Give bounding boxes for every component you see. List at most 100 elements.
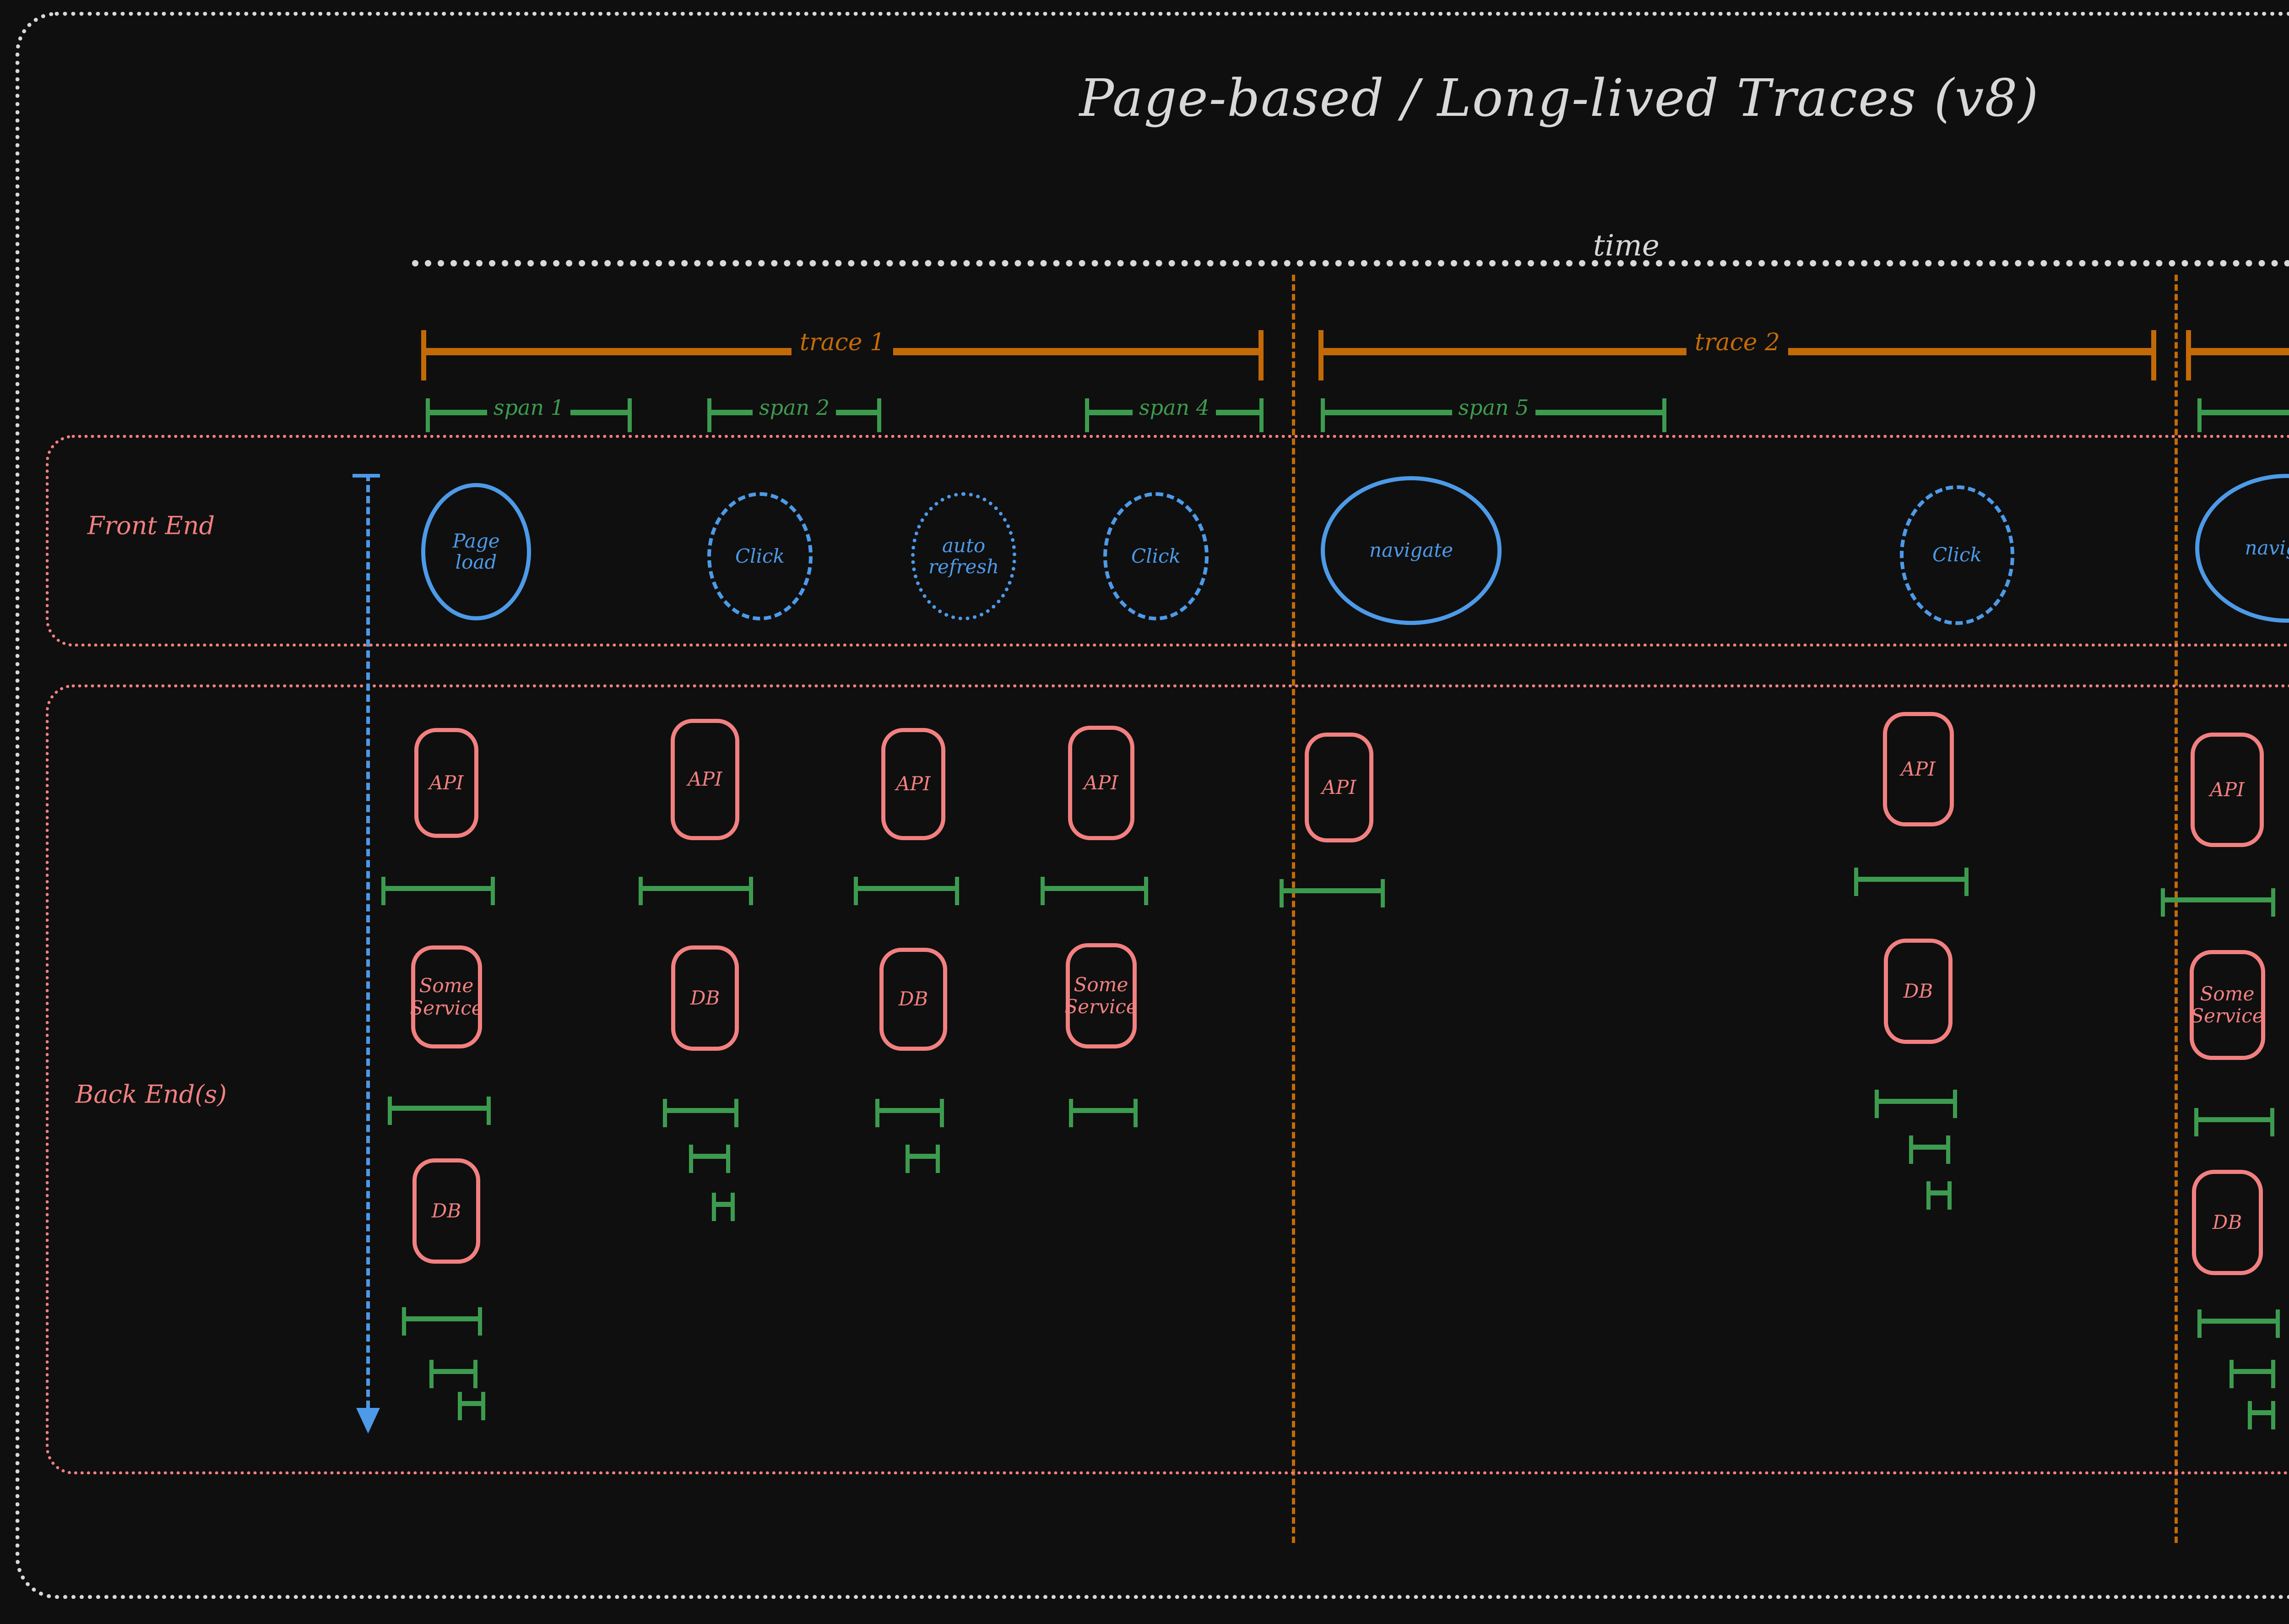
frontend-node-page-load[interactable]: Pageload — [421, 483, 531, 620]
backend-node-api[interactable]: API — [1068, 726, 1134, 840]
span-bar: span 7 — [2197, 410, 2289, 415]
blue-arrow-shaft — [366, 474, 370, 1408]
trace-bar: trace 2 — [2186, 348, 2289, 355]
backend-span-cap-right — [1964, 868, 1969, 896]
span-cap-left — [426, 398, 430, 432]
span-label: span 2 — [753, 395, 836, 420]
backend-node-label: API — [2210, 779, 2244, 801]
backend-node-api[interactable]: API — [881, 728, 945, 840]
backend-node-label: API — [1084, 772, 1118, 794]
backend-span-cap-right — [478, 1307, 482, 1336]
backend-node-db[interactable]: DB — [879, 948, 947, 1051]
backend-span-cap-right — [2271, 888, 2275, 917]
span-cap-right — [1662, 398, 1666, 432]
backend-span-cap-right — [1953, 1090, 1957, 1118]
frontend-node-click[interactable]: Click — [1900, 485, 2014, 625]
backend-span-cap-left — [854, 877, 858, 905]
backend-span-cap-right — [2270, 1108, 2274, 1136]
lane-label-back-end: Back End(s) — [76, 1080, 227, 1109]
backend-node-label: DB — [1904, 980, 1933, 1002]
backend-span-cap-left — [875, 1099, 879, 1127]
backend-span-cap-right — [481, 1392, 485, 1420]
backend-span-cap-left — [1069, 1099, 1073, 1127]
backend-span-cap-left — [381, 877, 385, 905]
backend-span-bar — [854, 886, 959, 891]
backend-span-cap-left — [429, 1360, 434, 1388]
backend-span-cap-right — [2276, 1309, 2280, 1338]
backend-span-bar — [1854, 877, 1969, 882]
time-axis-label: time — [1593, 229, 1660, 263]
backend-span-cap-left — [712, 1193, 716, 1221]
backend-span-cap-right — [2271, 1360, 2275, 1388]
backend-node-db[interactable]: DB — [412, 1158, 480, 1264]
backend-node-api[interactable]: API — [414, 728, 478, 838]
trace-label: trace 2 — [1687, 329, 1788, 356]
trace-cap-left — [1318, 330, 1323, 380]
backend-span-cap-right — [1134, 1099, 1138, 1127]
lane-label-front-end: Front End — [87, 511, 215, 540]
frontend-node-auto-refresh[interactable]: autorefresh — [911, 492, 1016, 620]
backend-node-api[interactable]: API — [2191, 733, 2264, 847]
backend-span-cap-left — [388, 1097, 392, 1125]
backend-span-cap-left — [1041, 877, 1045, 905]
frontend-node-click[interactable]: Click — [707, 492, 813, 620]
span-label: span 1 — [487, 395, 570, 420]
frontend-node-navigate[interactable]: navigate — [1321, 476, 1502, 625]
backend-span-bar — [388, 1106, 491, 1111]
backend-span-bar — [429, 1369, 477, 1374]
span-bar: span 2 — [707, 410, 881, 415]
span-bar: span 5 — [1321, 410, 1666, 415]
backend-node-label: API — [688, 768, 722, 790]
backend-node-label: DB — [899, 988, 928, 1010]
backend-span-cap-right — [473, 1360, 477, 1388]
backend-node-some-service[interactable]: SomeService — [1066, 943, 1137, 1048]
backend-span-bar — [712, 1202, 735, 1207]
backend-span-cap-left — [663, 1099, 667, 1127]
backend-node-some-service[interactable]: SomeService — [2190, 950, 2265, 1060]
trace-cap-right — [1258, 330, 1264, 380]
backend-span-cap-right — [1946, 1135, 1950, 1164]
frontend-node-click[interactable]: Click — [1103, 492, 1209, 620]
span-cap-left — [2197, 398, 2202, 432]
backend-span-bar — [906, 1154, 940, 1159]
backend-node-api[interactable]: API — [1883, 712, 1954, 826]
backend-node-db[interactable]: DB — [671, 945, 739, 1051]
backend-node-label: DB — [690, 987, 720, 1009]
backend-node-label: SomeService — [410, 975, 483, 1019]
backend-span-bar — [458, 1401, 485, 1406]
backend-span-cap-right — [487, 1097, 491, 1125]
frontend-node-label: autorefresh — [928, 535, 999, 577]
backend-node-label: API — [896, 773, 930, 795]
backend-span-bar — [381, 886, 495, 891]
frontend-node-label: navigate — [1369, 540, 1453, 561]
backend-span-bar — [1069, 1108, 1138, 1113]
backend-span-cap-right — [1947, 1181, 1952, 1210]
backend-node-db[interactable]: DB — [1884, 939, 1953, 1044]
backend-span-cap-left — [1280, 879, 1284, 907]
trace-bar: trace 1 — [421, 348, 1264, 355]
backend-span-cap-left — [2194, 1108, 2198, 1136]
span-cap-right — [877, 398, 881, 432]
span-cap-left — [1085, 398, 1089, 432]
backend-span-bar — [2161, 897, 2275, 902]
backend-node-some-service[interactable]: SomeService — [411, 945, 482, 1048]
blue-arrow-head-icon — [356, 1408, 380, 1434]
backend-span-bar — [875, 1108, 944, 1113]
backend-span-cap-left — [2161, 888, 2165, 917]
backend-span-cap-left — [1909, 1135, 1913, 1164]
backend-node-db[interactable]: DB — [2192, 1170, 2263, 1275]
backend-span-bar — [663, 1108, 738, 1113]
trace-cap-right — [2151, 330, 2156, 380]
span-bar: span 1 — [426, 410, 632, 415]
backend-span-cap-left — [1875, 1090, 1879, 1118]
trace-bar: trace 2 — [1318, 348, 2156, 355]
backend-node-api[interactable]: API — [1305, 733, 1373, 842]
backend-span-cap-left — [2248, 1401, 2252, 1429]
backend-node-api[interactable]: API — [671, 719, 739, 840]
backend-node-label: API — [1322, 777, 1356, 798]
frontend-node-label: navigate — [2245, 538, 2289, 559]
backend-node-label: API — [429, 772, 463, 794]
backend-span-bar — [2197, 1319, 2280, 1324]
backend-span-cap-left — [906, 1145, 910, 1173]
backend-span-cap-right — [726, 1145, 730, 1173]
